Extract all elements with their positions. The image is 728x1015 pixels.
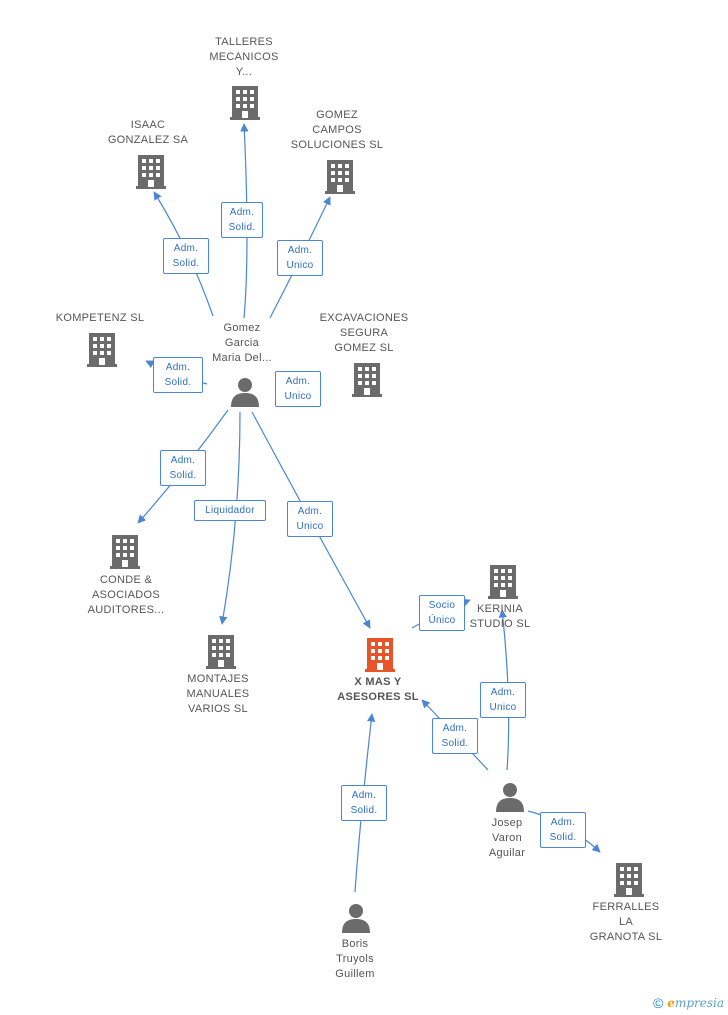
building-icon-gomezcampos[interactable]: [325, 160, 355, 194]
node-label-excavaciones[interactable]: EXCAVACIONES SEGURA GOMEZ SL: [319, 312, 409, 354]
building-icon-xmas[interactable]: [365, 638, 395, 672]
node-label-isaac[interactable]: ISAAC GONZALEZ SA: [107, 119, 189, 146]
edge-badge-gomezgarcia-to-montajes[interactable]: Liquidador: [194, 500, 266, 521]
node-label-kompetenz[interactable]: KOMPETENZ SL: [55, 312, 145, 324]
node-label-gomezgarcia[interactable]: Gomez Garcia Maria Del...: [212, 322, 272, 364]
node-label-conde[interactable]: CONDE & ASOCIADOS AUDITORES...: [87, 574, 165, 616]
brand-logo-initial: e: [667, 996, 675, 1010]
node-label-talleres[interactable]: TALLERES MECANICOS Y...: [209, 36, 279, 78]
edge-badge-josep-to-kerinia[interactable]: Adm. Unico: [480, 682, 526, 718]
edge-badge-gomezgarcia-to-kompetenz[interactable]: Adm. Solid.: [153, 357, 203, 393]
building-icon-kompetenz[interactable]: [87, 333, 117, 367]
node-label-xmas[interactable]: X MAS Y ASESORES SL: [337, 676, 419, 703]
person-icon-boris[interactable]: [342, 904, 370, 933]
building-icon-kerinia[interactable]: [488, 565, 518, 599]
edge-badge-boris-to-xmas[interactable]: Adm. Solid.: [341, 785, 387, 821]
node-label-boris[interactable]: Boris Truyols Guillem: [335, 938, 375, 980]
edge-badge-gomezgarcia-to-excavaciones[interactable]: Adm. Unico: [275, 371, 321, 407]
edge-badge-josep-to-ferralles[interactable]: Adm. Solid.: [540, 812, 586, 848]
building-icon-isaac[interactable]: [136, 155, 166, 189]
building-icon-conde[interactable]: [110, 535, 140, 569]
copyright-icon: ©: [652, 995, 664, 1011]
edge-badge-gomezgarcia-to-talleres[interactable]: Adm. Solid.: [221, 202, 263, 238]
edge-badge-josep-to-xmas[interactable]: Adm. Solid.: [432, 718, 478, 754]
person-icon-josep[interactable]: [496, 783, 524, 812]
brand-logo: empresia: [667, 996, 724, 1010]
node-label-josep[interactable]: Josep Varon Aguilar: [488, 817, 526, 859]
node-label-montajes[interactable]: MONTAJES MANUALES VARIOS SL: [186, 673, 250, 715]
edge-badge-gomezgarcia-to-gomezcampos[interactable]: Adm. Unico: [277, 240, 323, 276]
edge-badge-gomezgarcia-to-xmas[interactable]: Adm. Unico: [287, 501, 333, 537]
node-label-gomezcampos[interactable]: GOMEZ CAMPOS SOLUCIONES SL: [290, 109, 384, 151]
node-label-kerinia[interactable]: KERINIA STUDIO SL: [469, 603, 531, 630]
building-icon-excavaciones[interactable]: [352, 363, 382, 397]
edge-badge-gomezgarcia-to-isaac[interactable]: Adm. Solid.: [163, 238, 209, 274]
edge-badge-xmas-to-kerinia[interactable]: Socio Único: [419, 595, 465, 631]
person-icon-gomezgarcia[interactable]: [231, 378, 259, 407]
edge-badge-gomezgarcia-to-conde[interactable]: Adm. Solid.: [160, 450, 206, 486]
footer-brand[interactable]: © empresia: [653, 995, 724, 1011]
building-icon-ferralles[interactable]: [614, 863, 644, 897]
node-label-ferralles[interactable]: FERRALLES LA GRANOTA SL: [589, 901, 663, 943]
building-icon-montajes[interactable]: [206, 635, 236, 669]
brand-logo-text: mpresia: [674, 996, 724, 1010]
building-icon-talleres[interactable]: [230, 86, 260, 120]
